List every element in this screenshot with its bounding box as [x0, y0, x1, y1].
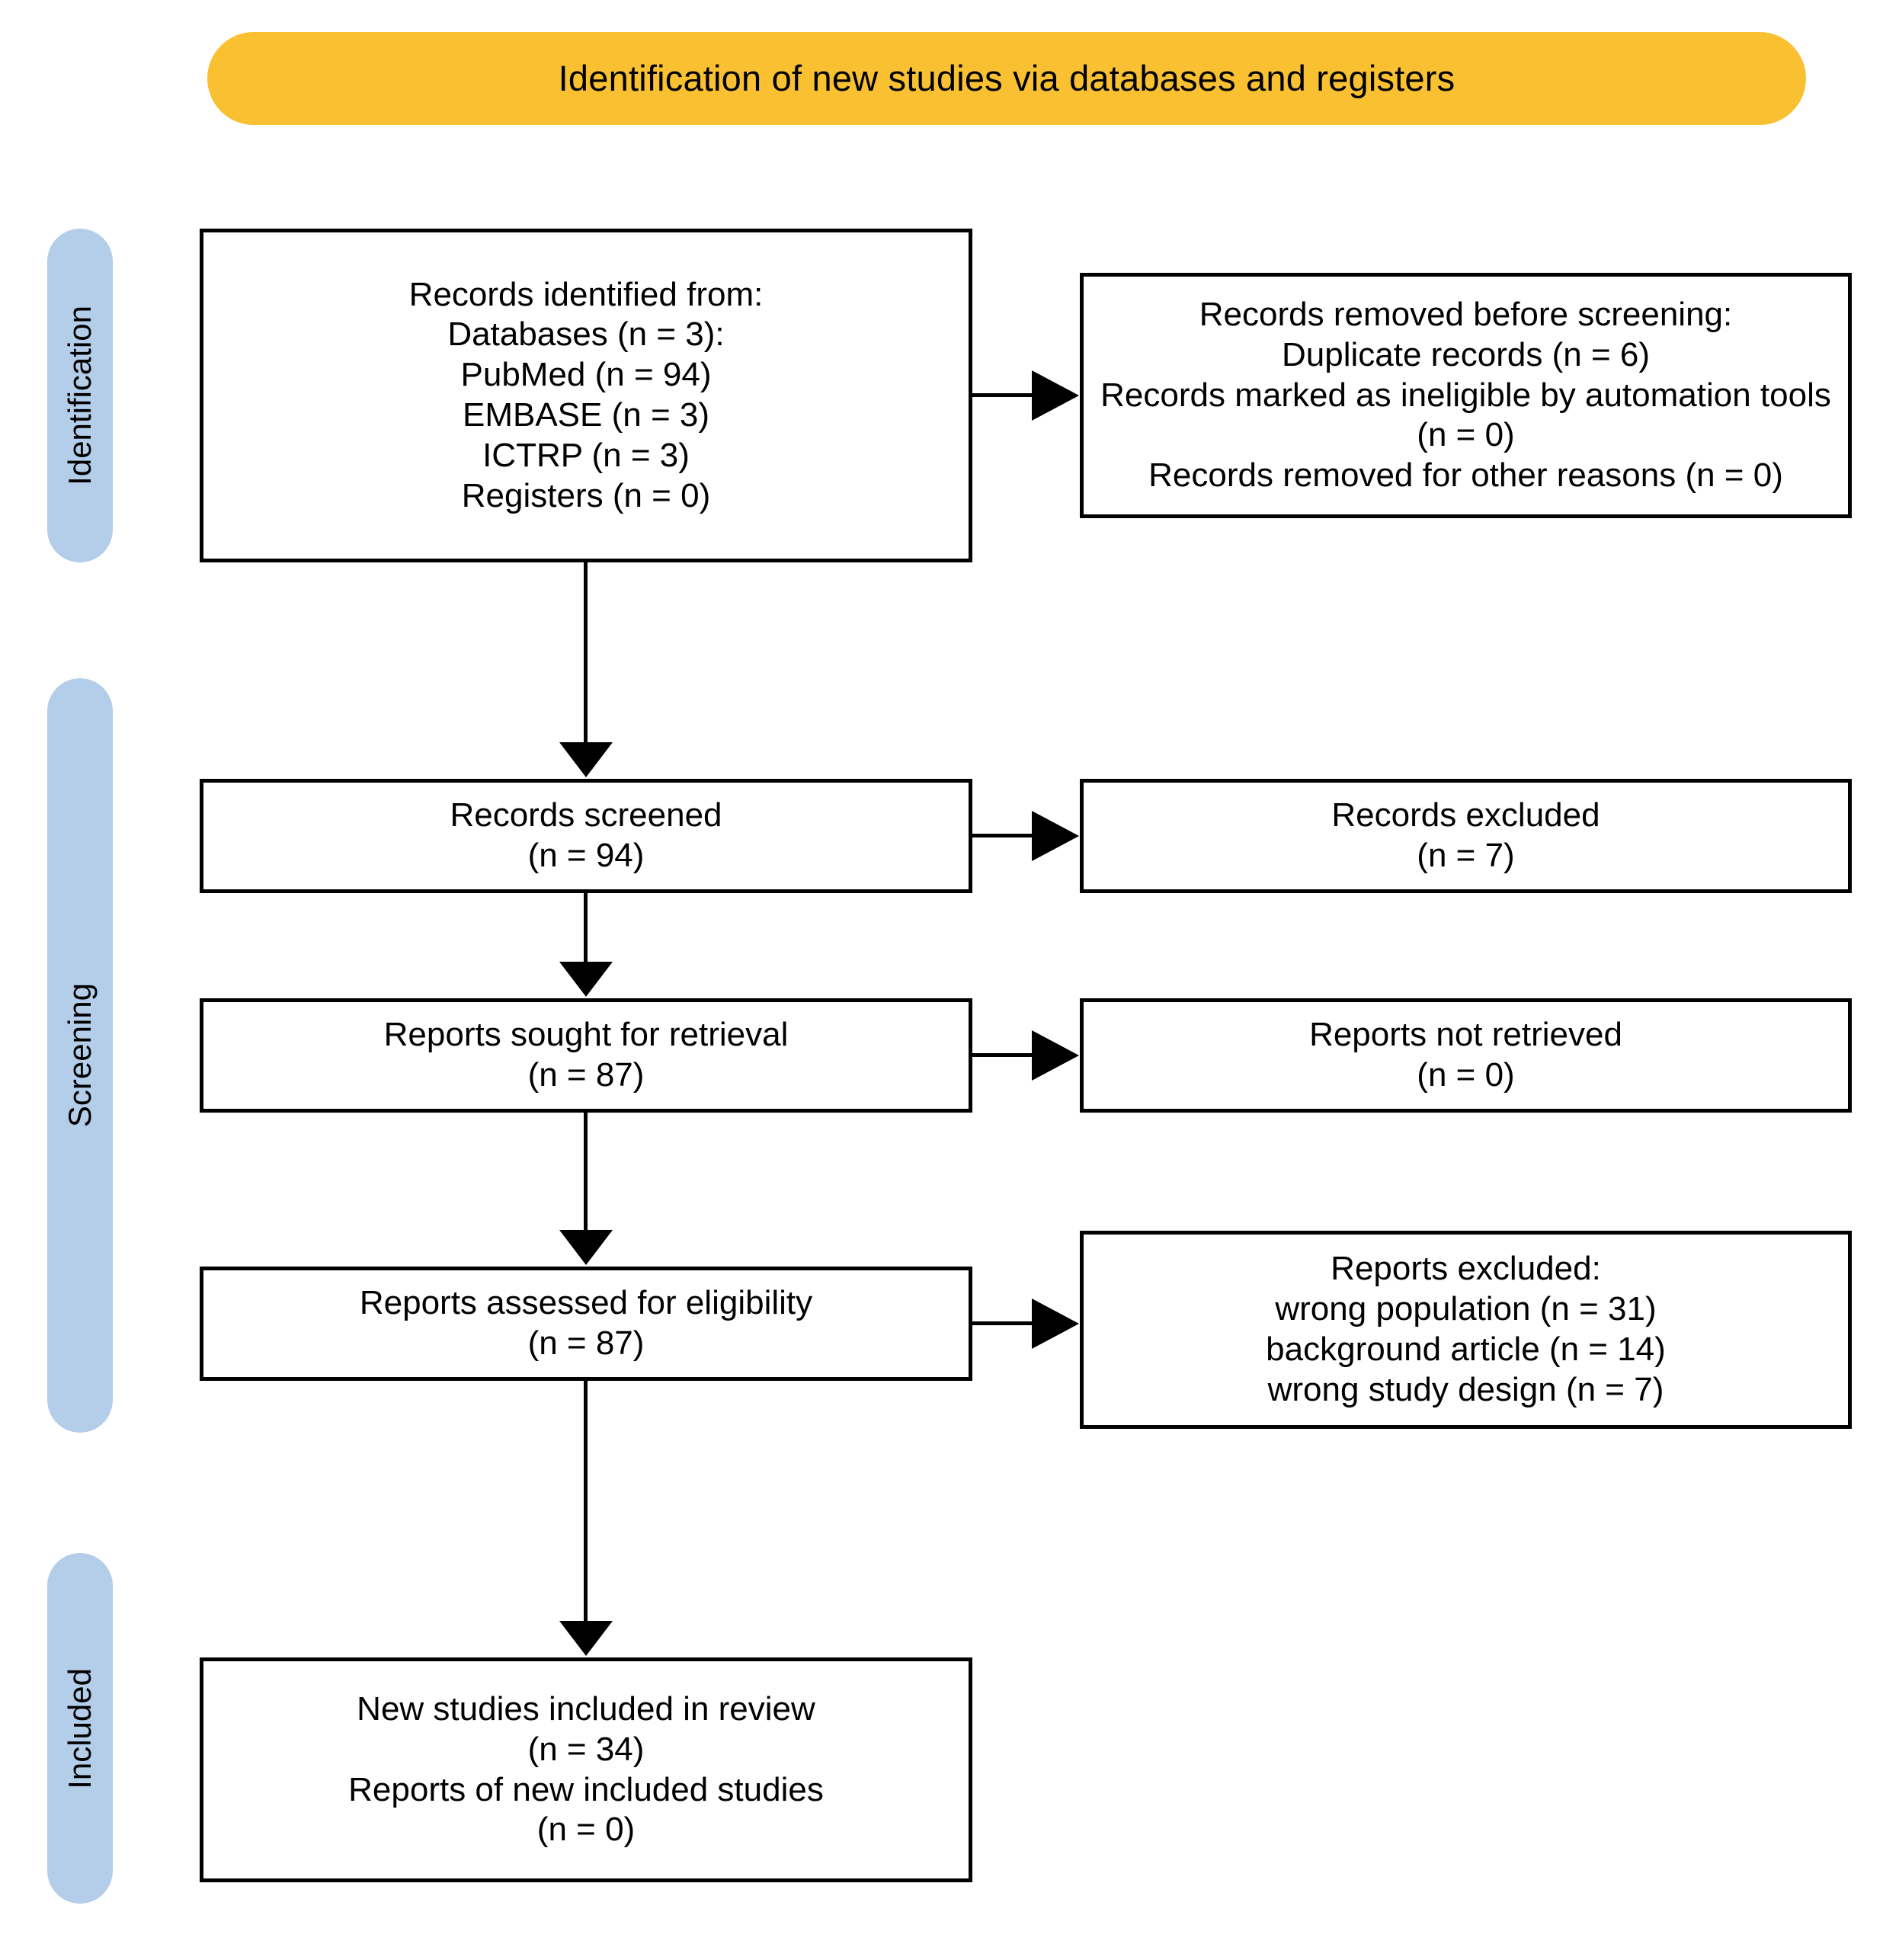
connector-assessed-to-included	[584, 1381, 588, 1622]
box-line: Records screened	[450, 796, 722, 834]
box-line: EMBASE (n = 3)	[462, 396, 709, 434]
arrowhead-down-icon	[559, 962, 613, 997]
box-line: Records marked as ineligible by automati…	[1100, 376, 1831, 454]
box-reports-assessed-for-eligibility: Reports assessed for eligibility (n = 87…	[200, 1267, 972, 1381]
box-line: (n = 0)	[536, 1811, 636, 1849]
box-line: Reports of new included studies	[348, 1770, 824, 1808]
arrowhead-down-icon	[559, 1621, 613, 1656]
box-line: wrong study design (n = 7)	[1267, 1370, 1664, 1408]
connector-assessed-to-reportsexcluded	[972, 1321, 1055, 1325]
box-line: Databases (n = 3):	[447, 315, 725, 354]
arrowhead-right-icon	[1032, 811, 1079, 861]
arrowhead-down-icon	[559, 1230, 613, 1265]
box-line: Reports sought for retrieval	[383, 1016, 789, 1054]
box-line: PubMed (n = 94)	[460, 356, 712, 394]
box-reports-sought-for-retrieval: Reports sought for retrieval (n = 87)	[200, 998, 972, 1113]
box-reports-not-retrieved: Reports not retrieved (n = 0)	[1080, 998, 1852, 1113]
box-line: (n = 87)	[527, 1324, 645, 1362]
connector-screened-to-sought	[584, 893, 588, 963]
box-line: (n = 7)	[1417, 837, 1515, 874]
connector-screened-to-excluded	[972, 834, 1055, 837]
box-new-studies-included: New studies included in review (n = 34) …	[200, 1657, 972, 1882]
box-line: Reports excluded:	[1331, 1250, 1601, 1288]
box-line: (n = 0)	[1417, 1056, 1515, 1094]
box-records-screened: Records screened (n = 94)	[200, 779, 972, 893]
diagram-header-banner: Identification of new studies via databa…	[207, 32, 1806, 125]
box-line: Records removed before screening:	[1199, 296, 1733, 333]
box-records-identified: Records identified from: Databases (n = …	[200, 229, 972, 562]
stage-label-identification: Identification	[62, 306, 98, 485]
stage-label-screening: Screening	[62, 983, 98, 1128]
box-line: Records identified from:	[408, 275, 764, 313]
connector-identified-to-screened	[584, 562, 588, 745]
box-reports-excluded-reasons: Reports excluded: wrong population (n = …	[1080, 1231, 1852, 1429]
box-line: ICTRP (n = 3)	[482, 436, 690, 474]
arrowhead-right-icon	[1032, 1299, 1079, 1349]
box-line: Records excluded	[1331, 796, 1600, 834]
arrowhead-down-icon	[559, 742, 613, 777]
box-records-excluded: Records excluded (n = 7)	[1080, 779, 1852, 893]
connector-sought-to-notretrieved	[972, 1053, 1055, 1057]
box-line: (n = 34)	[527, 1730, 645, 1768]
arrowhead-right-icon	[1032, 370, 1079, 421]
diagram-title: Identification of new studies via databa…	[558, 58, 1455, 99]
box-records-removed-before-screening: Records removed before screening: Duplic…	[1080, 273, 1852, 518]
connector-identified-to-removed	[972, 393, 1055, 397]
box-line: Reports not retrieved	[1309, 1016, 1622, 1054]
stage-pill-identification: Identification	[47, 229, 113, 562]
box-line: New studies included in review	[357, 1689, 815, 1728]
connector-sought-to-assessed	[584, 1113, 588, 1231]
box-line: (n = 87)	[527, 1056, 645, 1094]
arrowhead-right-icon	[1032, 1030, 1079, 1081]
box-line: (n = 94)	[527, 837, 645, 874]
box-line: wrong population (n = 31)	[1275, 1290, 1657, 1328]
box-line: Reports assessed for eligibility	[359, 1284, 813, 1322]
stage-pill-screening: Screening	[47, 678, 113, 1433]
stage-pill-included: Included	[47, 1553, 113, 1904]
box-line: Records removed for other reasons (n = 0…	[1148, 456, 1783, 495]
stage-label-included: Included	[62, 1667, 98, 1789]
box-line: Duplicate records (n = 6)	[1282, 335, 1650, 373]
box-line: background article (n = 14)	[1266, 1331, 1666, 1368]
box-line: Registers (n = 0)	[461, 476, 711, 514]
